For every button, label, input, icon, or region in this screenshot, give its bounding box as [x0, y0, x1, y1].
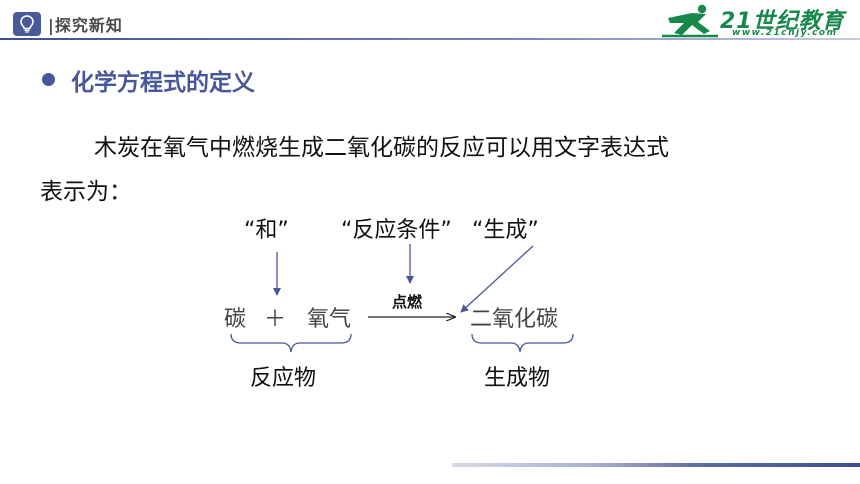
footer-bar — [452, 463, 860, 467]
header-divider — [0, 38, 860, 40]
brand-name: 21世纪教育 — [720, 9, 845, 34]
section-icon-box — [13, 12, 41, 36]
label-and: “和” — [244, 218, 289, 243]
brand-logo: 21世纪教育 www.21cnjy.com — [662, 4, 858, 38]
brace-reactants — [230, 333, 352, 353]
paragraph-line-2: 表示为： — [40, 179, 132, 205]
brand-url: www.21cnjy.com — [732, 28, 838, 38]
paragraph-line-1: 木炭在氧气中燃烧生成二氧化碳的反应可以用文字表达式 — [94, 135, 669, 161]
products-label: 生成物 — [484, 366, 551, 391]
section-heading: 化学方程式的定义 — [71, 70, 255, 96]
lightbulb-icon — [20, 15, 34, 33]
plus-sign: ＋ — [264, 307, 287, 332]
reactants-label: 反应物 — [250, 366, 317, 391]
bullet-dot — [42, 73, 55, 86]
product-co2: 二氧化碳 — [470, 307, 559, 332]
section-label: |探究新知 — [48, 16, 123, 35]
arrow-produces — [460, 245, 534, 313]
reaction-condition: 点燃 — [392, 293, 423, 311]
label-condition: “反应条件” — [341, 218, 452, 243]
reactant-carbon: 碳 — [224, 307, 247, 332]
runner-logo-icon — [662, 4, 718, 38]
brace-products — [471, 333, 574, 353]
reactant-oxygen: 氧气 — [307, 307, 352, 332]
label-produces: “生成” — [472, 218, 539, 243]
